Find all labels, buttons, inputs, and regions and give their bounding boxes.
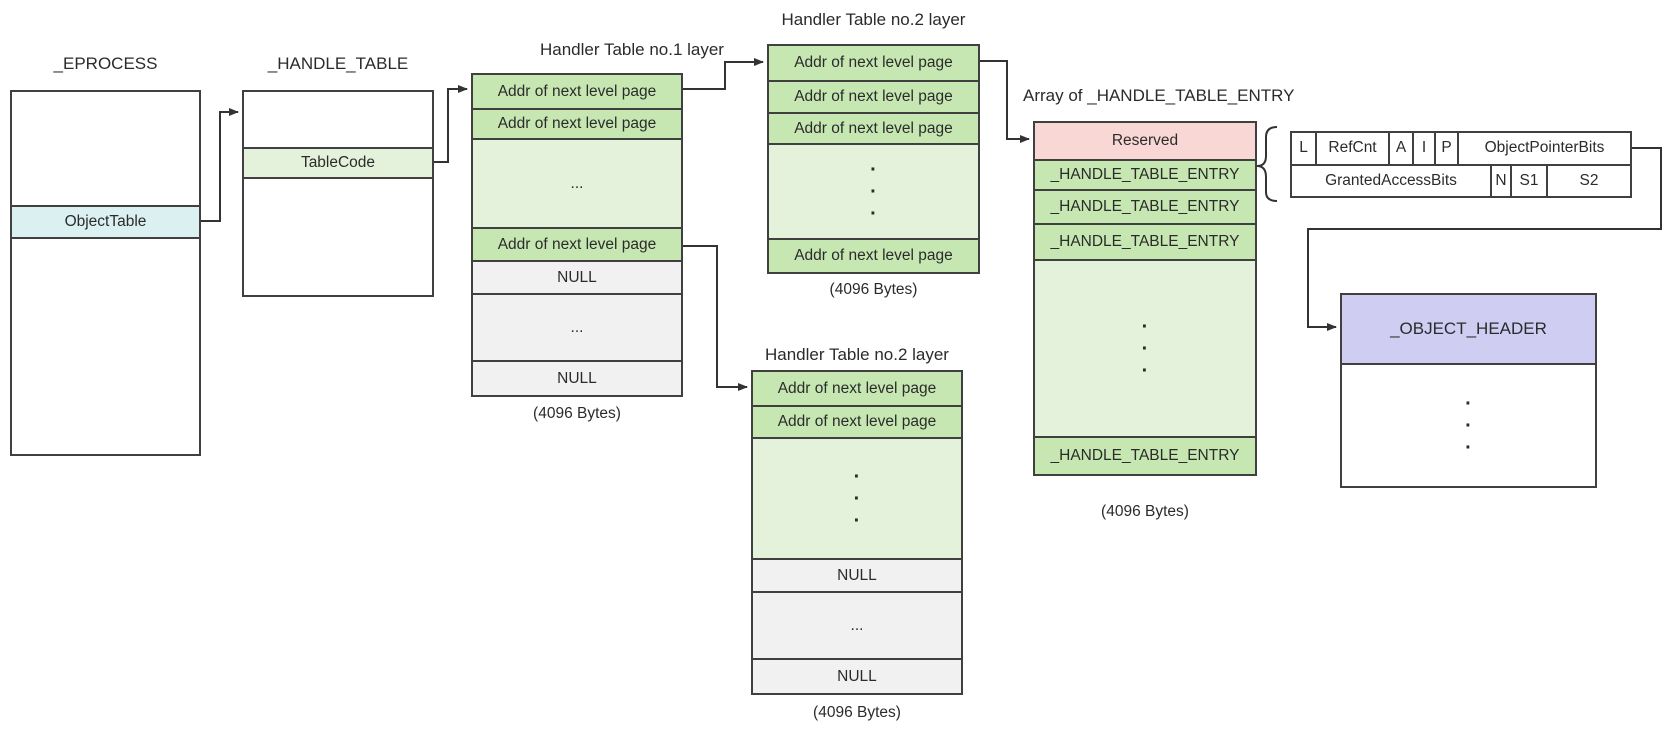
table-row: · · · [753,437,961,558]
table-row: Addr of next level page [769,112,978,143]
table-row: Reserved [1035,123,1255,159]
bit-cell-s1: S1 [1510,165,1546,196]
connector-handler1-to-handler2-top [683,58,764,90]
handle-table-box: TableCode [242,90,434,297]
table-row: Addr of next level page [473,75,681,108]
table-row: _HANDLE_TABLE_ENTRY [1035,159,1255,189]
entry-array-box: Reserved _HANDLE_TABLE_ENTRY _HANDLE_TAB… [1033,121,1257,476]
connector-objecttable-to-handletable [201,108,239,222]
eprocess-title: _EPROCESS [53,54,158,73]
bit-cell-l: L [1292,133,1315,164]
table-row: · · · [1035,259,1255,436]
table-row: _HANDLE_TABLE_ENTRY [1035,223,1255,259]
handler-table-1-box: Addr of next level page Addr of next lev… [471,73,683,397]
handler-table-2-top-box: Addr of next level page Addr of next lev… [767,44,980,274]
connector-handler2-top-to-entry-array [980,60,1030,143]
bit-cell-grantedaccessbits: GrantedAccessBits [1292,165,1490,196]
handle-table-title: _HANDLE_TABLE [267,54,409,73]
table-row: ... [753,591,961,658]
table-row: Addr of next level page [753,405,961,437]
handler-table-1-caption: (4096 Bytes) [533,405,621,422]
eprocess-box: ObjectTable [10,90,201,456]
table-row: ... [473,138,681,227]
table-row: NULL [473,260,681,293]
table-row: _HANDLE_TABLE_ENTRY [1035,189,1255,223]
table-row: Addr of next level page [769,80,978,112]
entry-array-title: Array of _HANDLE_TABLE_ENTRY [1023,86,1295,105]
table-row: Addr of next level page [473,227,681,260]
objecttable-cell: ObjectTable [12,205,199,239]
table-row: _HANDLE_TABLE_ENTRY [1035,436,1255,474]
connector-handler1-to-handler2-bottom [683,245,748,391]
handler-table-2-bottom-box: Addr of next level page Addr of next lev… [751,370,963,695]
table-row: · · · [769,143,978,238]
handler-table-1-title: Handler Table no.1 layer [540,40,724,59]
handler-table-2-bottom-caption: (4096 Bytes) [813,704,901,721]
table-row: Addr of next level page [769,238,978,272]
bit-cell-a: A [1388,133,1412,164]
entry-bits-row-1: L RefCnt A I P ObjectPointerBits [1292,133,1630,164]
handler-table-2-bottom-title: Handler Table no.2 layer [765,345,949,364]
tablecode-cell: TableCode [244,147,432,179]
table-row: Addr of next level page [473,108,681,138]
bit-cell-refcnt: RefCnt [1315,133,1388,164]
object-header-body: · · · [1342,363,1595,486]
entry-bits-row-2: GrantedAccessBits N S1 S2 [1292,163,1630,196]
bit-cell-n: N [1490,165,1510,196]
object-header-box: _OBJECT_HEADER · · · [1340,293,1597,488]
bit-cell-s2: S2 [1546,165,1630,196]
bit-cell-p: P [1434,133,1457,164]
entry-array-caption: (4096 Bytes) [1101,503,1189,520]
bit-cell-objectpointerbits: ObjectPointerBits [1457,133,1630,164]
table-row: Addr of next level page [769,46,978,80]
object-header-title-cell: _OBJECT_HEADER [1342,295,1595,363]
table-row: NULL [473,360,681,395]
table-row: ... [473,293,681,360]
handler-table-2-top-caption: (4096 Bytes) [829,281,918,298]
connector-tablecode-to-handler1 [434,85,468,163]
entry-bits-box: L RefCnt A I P ObjectPointerBits Granted… [1290,131,1632,198]
bit-cell-i: I [1412,133,1434,164]
curly-brace [1256,126,1278,202]
table-row: Addr of next level page [753,372,961,405]
table-row: NULL [753,658,961,693]
table-row: NULL [753,558,961,591]
handler-table-2-top-title: Handler Table no.2 layer [781,10,966,29]
